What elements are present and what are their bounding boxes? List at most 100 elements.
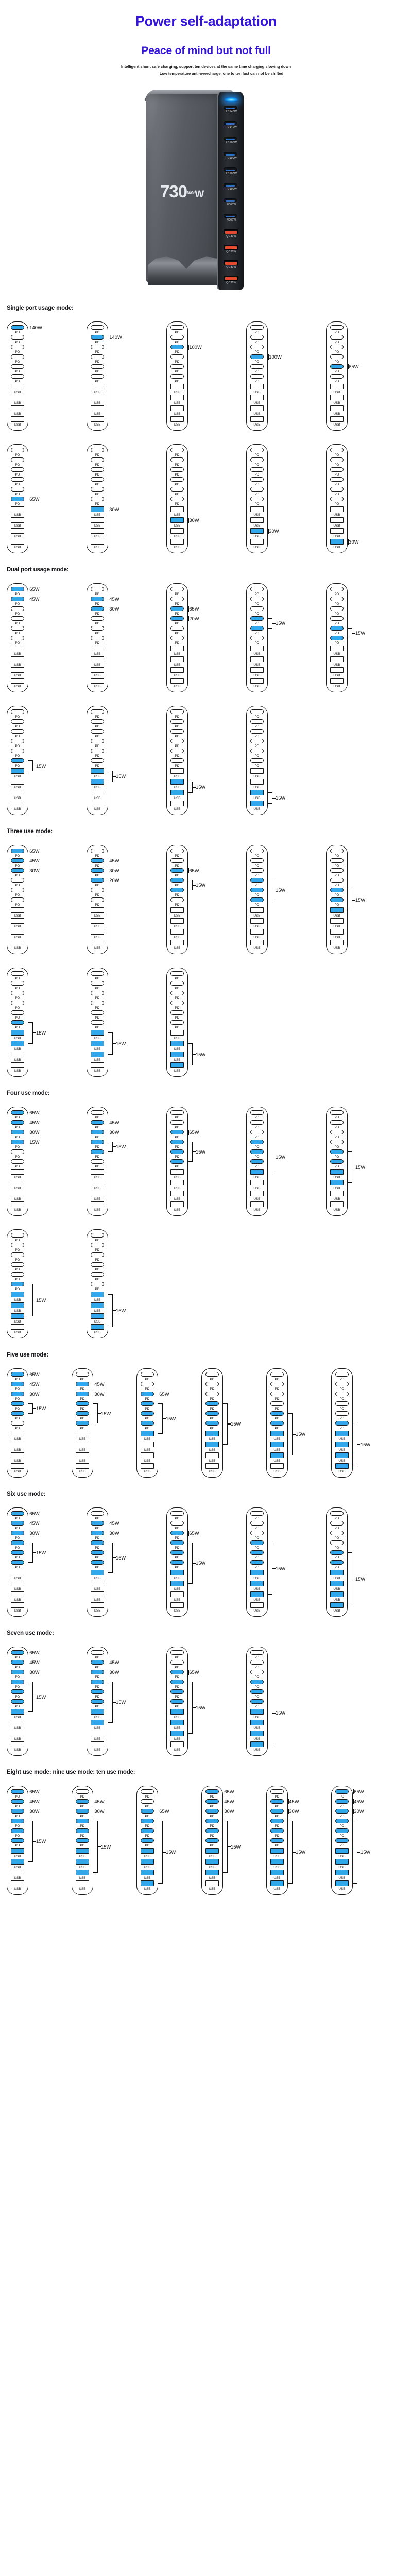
- usb-a-port-icon: [91, 918, 104, 924]
- usb-c-port-icon: [11, 448, 24, 453]
- inactive-pd-port: PD: [246, 497, 268, 506]
- active-pd-port: PD: [87, 1560, 108, 1570]
- label-tick: [268, 354, 269, 360]
- inactive-pd-port: PD: [246, 739, 268, 749]
- port-type-label: USB: [174, 1598, 181, 1602]
- port-type-label: PD: [334, 1126, 339, 1130]
- port-type-label: PD: [334, 1527, 339, 1531]
- inactive-pd-port: PD: [326, 325, 348, 335]
- inactive-pd-port: PD: [246, 868, 268, 878]
- usb-c-port-icon: [170, 626, 184, 631]
- active-pd-port: PD: [7, 1110, 28, 1120]
- inactive-pd-port: PD: [326, 487, 348, 497]
- active-pd-port: PD: [326, 897, 348, 907]
- inactive-pd-port: PD: [7, 971, 28, 981]
- usb-a-port-icon: [330, 656, 344, 663]
- active-pd-port: PD: [201, 1411, 223, 1421]
- wattage-value: 20W: [109, 877, 119, 883]
- port-type-label: USB: [253, 914, 261, 918]
- bracket-stem: [32, 1032, 36, 1033]
- active-pd-port: PD: [72, 1799, 93, 1809]
- wattage-label: 30W: [109, 507, 119, 512]
- usb-a-port-icon: [11, 1870, 24, 1876]
- active-pd-port: PD: [7, 1521, 28, 1531]
- port-type-label: PD: [15, 1805, 20, 1809]
- usb-c-port-icon: [11, 1799, 24, 1804]
- port-type-label: PD: [95, 483, 100, 487]
- active-usb-port: USB: [331, 1848, 353, 1859]
- wattage-value: 45W: [109, 1520, 119, 1526]
- inactive-usb-port: USB: [7, 1169, 28, 1180]
- inactive-pd-port: PD: [166, 626, 188, 636]
- usb-a-port-icon: [250, 768, 264, 774]
- port-type-label: USB: [14, 1876, 21, 1880]
- wattage-label: 45W: [224, 1799, 234, 1804]
- usb-a-port-icon: [170, 801, 184, 807]
- active-pd-port: PD: [246, 354, 268, 364]
- bracket-arm-top: [348, 628, 352, 629]
- inactive-pd-port: PD: [326, 1120, 348, 1130]
- inactive-pd-port: PD: [326, 616, 348, 626]
- port-type-label: USB: [338, 1437, 346, 1442]
- usb-a-port-icon: [170, 940, 184, 946]
- port-type-label: PD: [95, 602, 100, 606]
- inactive-pd-port: PD: [7, 1001, 28, 1010]
- label-tick: [288, 1799, 289, 1804]
- port-type-label: PD: [15, 1427, 20, 1431]
- port-type-label: USB: [14, 1587, 21, 1591]
- inactive-pd-port: PD: [166, 729, 188, 739]
- inactive-pd-port: PD: [331, 1401, 353, 1411]
- inactive-usb-port: USB: [87, 790, 108, 801]
- usb-c-port-icon: [250, 709, 264, 715]
- usb-c-port-icon: [270, 1819, 284, 1824]
- usb-c-port-icon: [170, 597, 184, 602]
- inactive-pd-port: PD: [166, 636, 188, 646]
- wattage-label: 45W: [29, 858, 40, 863]
- usb-c-port-icon: [11, 1421, 24, 1426]
- port-type-label: PD: [175, 884, 180, 888]
- usb-c-port-icon: [250, 457, 264, 463]
- port-type-label: USB: [94, 535, 101, 539]
- port-type-label: USB: [253, 685, 261, 689]
- port-type-label: USB: [174, 1609, 181, 1613]
- usb-c-port-icon: [11, 868, 24, 873]
- usb-c-slot-icon: [224, 183, 237, 188]
- inactive-pd-port: PD: [166, 858, 188, 868]
- port-type-label: PD: [95, 1705, 100, 1709]
- usb-a-port-icon: [335, 1442, 349, 1448]
- active-pd-port: PD: [166, 1531, 188, 1540]
- active-pd-port: PD: [7, 1540, 28, 1550]
- bracket-wattage-value: 15W: [355, 897, 366, 903]
- wattage-value: 30W: [109, 867, 119, 873]
- usb-a-port-icon: [76, 1431, 89, 1437]
- usb-a-port-icon: [170, 1741, 184, 1748]
- port-type-label: USB: [14, 807, 21, 811]
- active-usb-port: USB: [166, 1062, 188, 1073]
- active-pd-port: PD: [7, 325, 28, 335]
- port-type-label: PD: [274, 1824, 280, 1828]
- active-pd-port: PD: [166, 1699, 188, 1709]
- inactive-usb-port: USB: [7, 1191, 28, 1201]
- port-type-label: PD: [274, 1397, 280, 1401]
- wattage-label: 65W: [29, 1511, 40, 1516]
- bracket-arm-bottom: [353, 1883, 357, 1884]
- inactive-usb-port: USB: [326, 1191, 348, 1201]
- section-title: Seven use mode:: [7, 1630, 54, 1637]
- wattage-value: 65W: [29, 1109, 40, 1115]
- active-pd-port: PD: [136, 1809, 158, 1819]
